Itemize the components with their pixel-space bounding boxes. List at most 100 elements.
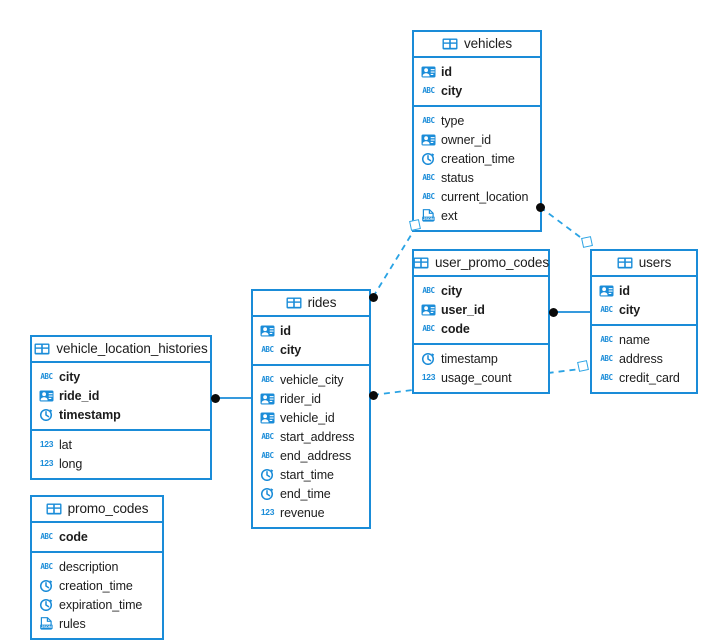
svg-text:JSON: JSON [423,216,434,221]
field-name: id [619,283,630,298]
field-name: city [441,83,463,98]
relationship-endpoint-dot [369,391,378,400]
key-field-row[interactable]: id [260,321,362,340]
field-name: description [59,559,119,574]
key-field-row[interactable]: id [421,62,533,81]
field-row[interactable]: owner_id [421,130,533,149]
field-row[interactable]: expiration_time [39,595,155,614]
field-row[interactable]: timestamp [421,349,541,368]
key-field-row[interactable]: ABC city [39,367,203,386]
field-name: start_address [280,429,355,444]
field-name: end_time [280,486,331,501]
field-name: creation_time [441,151,515,166]
field-name: city [59,369,81,384]
field-row[interactable]: end_time [260,484,362,503]
field-row[interactable]: rider_id [260,389,362,408]
string-type-icon: ABC [422,285,435,295]
table-icon [286,297,302,309]
uuid-type-icon [260,393,275,405]
table-icon [617,257,633,269]
key-field-row[interactable]: ride_id [39,386,203,405]
field-name: city [280,342,302,357]
string-type-icon: ABC [600,334,613,344]
timestamp-type-icon [421,152,436,165]
field-name: revenue [280,505,325,520]
field-row[interactable]: vehicle_id [260,408,362,427]
field-row[interactable]: start_time [260,465,362,484]
field-name: city [441,283,463,298]
field-name: current_location [441,189,529,204]
table-header[interactable]: user_promo_codes [413,251,549,277]
field-name: city [619,302,641,317]
table-title: user_promo_codes [435,255,549,270]
table-title: rides [307,295,337,310]
field-row[interactable]: 123 usage_count [421,368,541,387]
relationship-endpoint-dot [369,293,378,302]
uuid-type-icon [421,134,436,146]
uuid-type-icon [421,304,436,316]
string-type-icon: ABC [422,115,435,125]
timestamp-type-icon [39,598,54,611]
timestamp-type-icon [260,468,275,481]
number-type-icon: 123 [421,372,436,383]
field-row[interactable]: creation_time [421,149,533,168]
field-name: rider_id [280,391,321,406]
relationship-line-rel-rides-vehicles [372,226,417,298]
primary-key-section: ABC city ride_id timestamp [32,363,210,431]
string-type-icon: ABC [261,431,274,441]
table-title: users [638,255,672,270]
field-name: timestamp [59,407,121,422]
table-header[interactable]: rides [253,291,369,317]
string-type-icon: ABC [40,371,53,381]
table-header[interactable]: users [592,251,696,277]
table-header[interactable]: vehicles [414,32,540,58]
table-header[interactable]: vehicle_location_histories [32,337,210,363]
string-type-icon: ABC [261,450,274,460]
field-name: owner_id [441,132,491,147]
uuid-type-icon [39,390,54,402]
timestamp-type-icon [421,352,436,365]
table-header[interactable]: promo_codes [32,497,162,523]
timestamp-type-icon [39,408,54,421]
key-field-row[interactable]: ABC city [421,281,541,300]
key-field-row[interactable]: id [599,281,689,300]
key-field-row[interactable]: timestamp [39,405,203,424]
field-row[interactable]: creation_time [39,576,155,595]
field-name: usage_count [441,370,512,385]
field-name: long [59,456,83,471]
key-field-row[interactable]: ABC city [599,300,689,319]
key-field-row[interactable]: user_id [421,300,541,319]
field-row[interactable]: ABC start_address [260,427,362,446]
string-type-icon: ABC [600,304,613,314]
